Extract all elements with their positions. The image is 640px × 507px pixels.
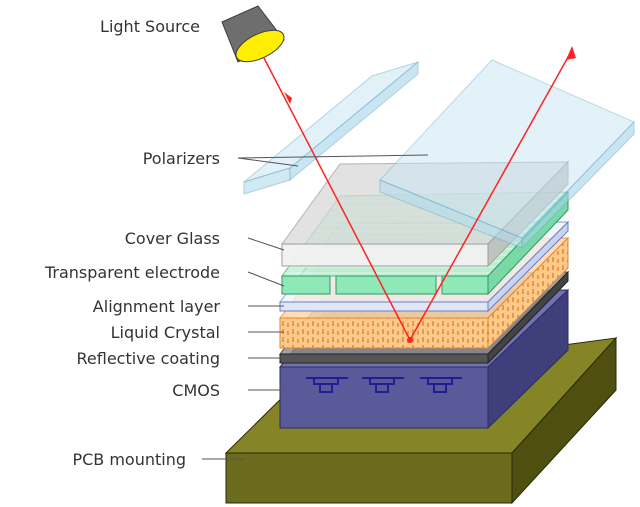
incident-arrow xyxy=(284,92,292,104)
cmos-circuit xyxy=(306,377,462,393)
reflected-arrow xyxy=(566,46,576,60)
reflective-side xyxy=(487,270,569,365)
pcb-front xyxy=(225,452,513,504)
electrode-front-2 xyxy=(335,275,437,295)
pcb-side xyxy=(511,336,617,505)
cmos-front xyxy=(279,366,489,429)
leader-cover-glass xyxy=(247,237,285,251)
leader-polarizer-2 xyxy=(237,154,429,159)
light-source-icon xyxy=(221,5,285,63)
reflection-point xyxy=(407,337,413,343)
label-cmos: CMOS xyxy=(172,381,220,400)
incident-ray xyxy=(263,57,411,341)
label-pcb-mounting: PCB mounting xyxy=(72,450,186,469)
polarizer-small-side xyxy=(289,60,419,182)
labels: Light Source Polarizers Cover Glass Tran… xyxy=(44,17,220,469)
label-transparent-electrode: Transparent electrode xyxy=(44,263,220,282)
leader-polarizer-1 xyxy=(237,157,299,167)
lc-front xyxy=(279,317,489,349)
alignment-side xyxy=(487,220,569,313)
cmos-side xyxy=(487,288,569,430)
label-liquid-crystal: Liquid Crystal xyxy=(111,323,220,342)
reflected-ray xyxy=(409,49,573,341)
polarizer-large-edge xyxy=(379,179,523,249)
label-light-source: Light Source xyxy=(100,17,200,36)
leader-lines xyxy=(202,154,429,460)
reflective-front xyxy=(279,353,489,364)
label-alignment-layer: Alignment layer xyxy=(93,297,221,316)
label-polarizers: Polarizers xyxy=(143,149,220,168)
electrode-front-3 xyxy=(441,275,489,295)
polarizer-small xyxy=(243,60,419,195)
label-cover-glass: Cover Glass xyxy=(125,229,220,248)
light-ray xyxy=(263,46,576,343)
electrode-front-1 xyxy=(281,275,331,295)
label-reflective-coating: Reflective coating xyxy=(77,349,220,368)
lc-side xyxy=(487,236,569,350)
polarizer-large xyxy=(379,59,635,250)
leader-electrode xyxy=(247,271,285,287)
alignment-front xyxy=(279,301,489,312)
